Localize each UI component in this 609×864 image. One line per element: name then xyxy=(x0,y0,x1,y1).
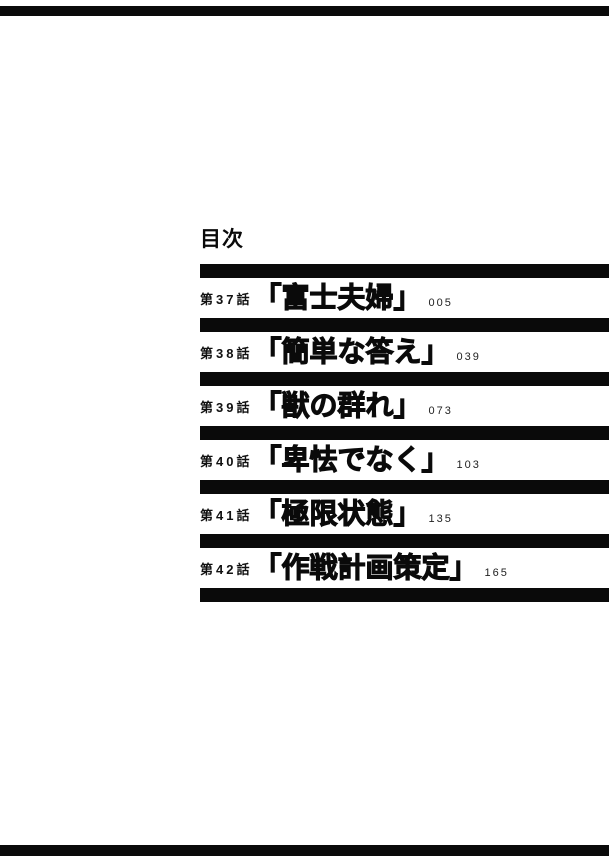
toc-entry: 第39話 「獣の群れ」 073 xyxy=(200,386,609,426)
toc-entry: 第42話 「作戦計画策定」 165 xyxy=(200,548,609,588)
separator-bar xyxy=(200,318,609,332)
top-border-bar xyxy=(0,6,609,16)
page-number: 135 xyxy=(428,513,453,525)
chapter-title: 「卑怯でなく」 xyxy=(253,444,450,475)
chapter-label: 第41話 xyxy=(200,507,253,523)
chapter-label: 第39話 xyxy=(200,399,253,415)
toc-entry: 第38話 「簡単な答え」 039 xyxy=(200,332,609,372)
chapter-title: 「簡単な答え」 xyxy=(253,336,450,367)
toc-entry: 第40話 「卑怯でなく」 103 xyxy=(200,440,609,480)
page-number: 165 xyxy=(484,567,509,579)
page-title: 目次 xyxy=(200,228,244,251)
chapter-label: 第42話 xyxy=(200,561,253,577)
separator-bar xyxy=(200,264,609,278)
page-number: 039 xyxy=(456,351,481,363)
separator-bar xyxy=(200,426,609,440)
chapter-label: 第37話 xyxy=(200,291,253,307)
page-number: 103 xyxy=(456,459,481,471)
separator-bar xyxy=(200,588,609,602)
chapter-label: 第38話 xyxy=(200,345,253,361)
chapter-title: 「富士夫婦」 xyxy=(253,282,422,313)
toc-entries: 第37話 「富士夫婦」 005 第38話 「簡単な答え」 039 第39話 「獣… xyxy=(200,264,609,602)
bottom-border-bar xyxy=(0,845,609,856)
page-number: 073 xyxy=(428,405,453,417)
separator-bar xyxy=(200,372,609,386)
chapter-title: 「獣の群れ」 xyxy=(253,390,422,421)
chapter-title: 「極限状態」 xyxy=(253,498,422,529)
page-number: 005 xyxy=(428,297,453,309)
separator-bar xyxy=(200,480,609,494)
toc-content: 目次 第37話 「富士夫婦」 005 第38話 「簡単な答え」 039 第39話… xyxy=(200,228,609,602)
chapter-title: 「作戦計画策定」 xyxy=(253,552,478,583)
separator-bar xyxy=(200,534,609,548)
chapter-label: 第40話 xyxy=(200,453,253,469)
toc-entry: 第41話 「極限状態」 135 xyxy=(200,494,609,534)
toc-entry: 第37話 「富士夫婦」 005 xyxy=(200,278,609,318)
